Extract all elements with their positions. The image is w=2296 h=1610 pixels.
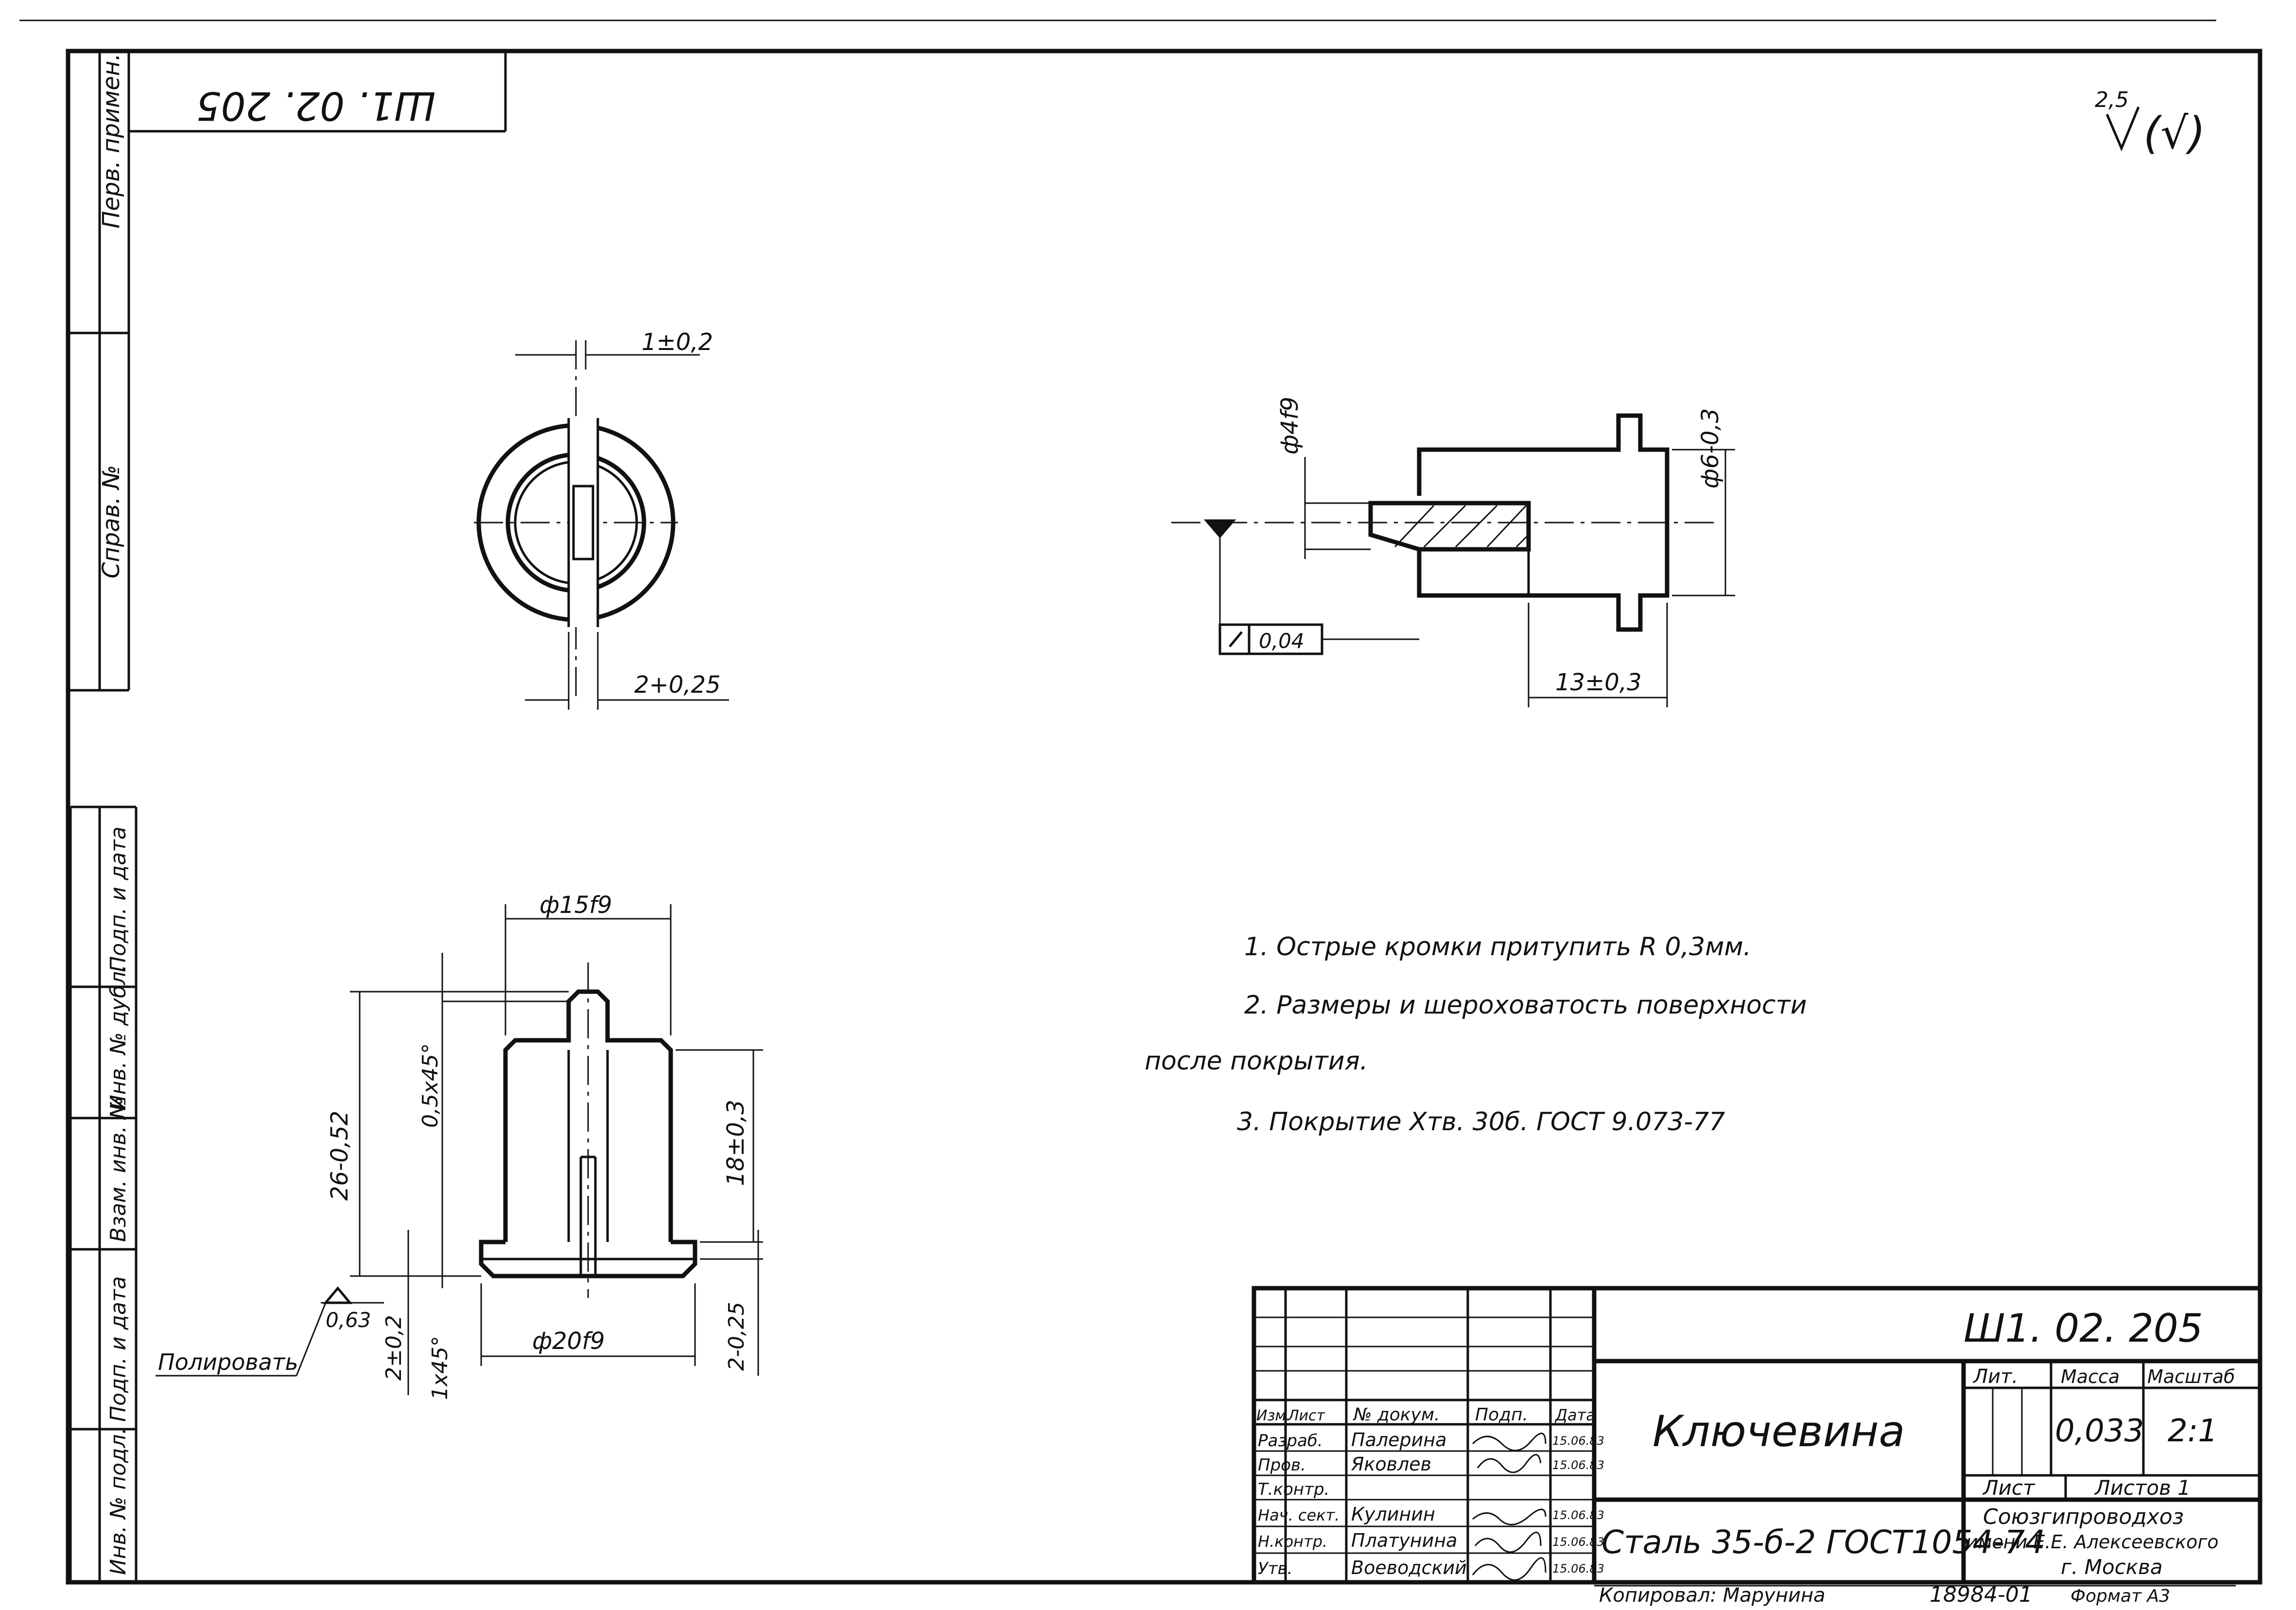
sig-role-4: Н.контр. (1258, 1532, 1327, 1551)
sig-date-3: 15.06.83 (1552, 1508, 1604, 1522)
note-3: 3. Покрытие Хтв. 30б. ГОСТ 9.073-77 (1237, 1107, 1725, 1137)
sig-name-4: Платунина (1351, 1530, 1457, 1551)
technical-notes: 1. Острые кромки притупить R 0,3мм. 2. Р… (1145, 932, 1807, 1137)
sig-role-2: Т.контр. (1258, 1480, 1329, 1499)
sig-name-3: Кулинин (1351, 1504, 1435, 1525)
dim-chamfer-bottom: 1х45° (428, 1336, 452, 1400)
sig-name-5: Воеводский (1351, 1557, 1467, 1578)
sig-header-doc: № докум. (1353, 1405, 1440, 1425)
sig-header-list: Лист (1287, 1407, 1326, 1424)
organization-line-1: Союзгипроводхоз (1983, 1505, 2184, 1529)
title-block: Изм. Лист № докум. Подп. Дата Разраб. Па… (1252, 1286, 2262, 1585)
note-2: 2. Размеры и шероховатость поверхности (1244, 991, 1807, 1020)
signature-scribbles (1472, 1433, 1547, 1581)
dim-length-total: 26-0,52 (326, 1111, 353, 1201)
litera-label: Лит. (1972, 1365, 2018, 1388)
dim-chamfer-top: 0,5х45° (418, 1043, 443, 1128)
section-view: ф4f9 ф6-0,3 0,04 13±0,3 (1171, 397, 1735, 707)
sig-header-podp: Подп. (1475, 1405, 1528, 1425)
scale-value: 2:1 (2168, 1413, 2218, 1449)
left-margin-strip: Перв. примен. Справ. № Подп. и дата Инв.… (68, 51, 138, 1582)
sig-role-5: Утв. (1258, 1559, 1292, 1578)
general-roughness-mark: 2,5 (√) (2095, 88, 2206, 159)
end-view: 1±0,2 2+0,25 (474, 329, 729, 710)
sig-role-3: Нач. сект. (1258, 1506, 1339, 1524)
side-view: ф15f9 26-0,52 0,5х45° 18±0,3 ф20f9 2±0,2… (156, 892, 763, 1400)
margin-label-perv: Перв. примен. (98, 53, 125, 228)
dim-section-dia-small: ф4f9 (1276, 397, 1304, 455)
note-2-cont: после покрытия. (1145, 1047, 1368, 1076)
note-1: 1. Острые кромки притупить R 0,3мм. (1244, 932, 1751, 962)
sig-header-izm: Изм. (1256, 1407, 1291, 1424)
title-part-name: Ключевина (1652, 1406, 1905, 1456)
dim-length-body: 18±0,3 (722, 1100, 749, 1186)
dim-flange-width: 2-0,25 (724, 1302, 749, 1371)
top-stamp-number: Ш1. 02. 205 (196, 83, 436, 128)
title-drawing-number: Ш1. 02. 205 (1964, 1306, 2203, 1351)
dim-slot-bottom: 2+0,25 (634, 671, 721, 699)
roughness-polish: 0,63 (326, 1308, 371, 1332)
mass-value: 0,033 (2055, 1413, 2144, 1449)
margin-label-invpodl: Инв. № подл. (106, 1427, 131, 1575)
dim-dia-top: ф15f9 (539, 892, 612, 919)
sig-role-0: Разраб. (1258, 1431, 1323, 1451)
sig-date-4: 15.06.83 (1552, 1535, 1604, 1549)
sig-header-date: Дата (1554, 1406, 1596, 1424)
roughness-general-value: 2,5 (2095, 88, 2129, 112)
sig-name-0: Палерина (1351, 1429, 1446, 1451)
copied-by: Копировал: Марунина (1599, 1584, 1826, 1607)
dim-slot-top: 1±0,2 (642, 329, 713, 356)
sig-date-0: 15.06.83 (1552, 1434, 1604, 1448)
organization-line-3: г. Москва (2061, 1555, 2163, 1579)
dim-runout: 0,04 (1259, 629, 1305, 653)
margin-label-vzam: Взам. инв. № (106, 1097, 131, 1242)
format-label: Формат А3 (2070, 1586, 2170, 1606)
dim-section-dia: ф6-0,3 (1697, 408, 1724, 489)
title-material: Сталь 35-б-2 ГОСТ1054-74 (1601, 1523, 2045, 1561)
sheet-label: Лист (1982, 1476, 2035, 1500)
margin-label-podp2: Подп. и дата (106, 1276, 131, 1422)
sig-date-1: 15.06.83 (1552, 1458, 1604, 1472)
roughness-general-paren: (√) (2143, 108, 2206, 159)
margin-label-sprav: Справ. № (98, 465, 125, 578)
top-stamp-box: Ш1. 02. 205 (129, 51, 507, 133)
sheets-value: Листов 1 (2094, 1476, 2191, 1500)
sig-date-5: 15.06.83 (1552, 1562, 1604, 1575)
dim-dia-bottom: ф20f9 (532, 1328, 605, 1355)
margin-label-podp1: Подп. и дата (106, 826, 131, 972)
mass-label: Масса (2061, 1366, 2120, 1387)
section-hatching (1394, 505, 1530, 548)
outer-frame (66, 49, 2262, 1585)
organization-line-2: имени Е.Е. Алексеевского (1966, 1531, 2219, 1553)
dim-flange-height: 2±0,2 (382, 1315, 406, 1381)
sig-role-1: Пров. (1258, 1455, 1306, 1475)
scale-label: Масштаб (2147, 1366, 2235, 1387)
margin-label-invdubl: Инв. № дубл. (106, 964, 131, 1111)
dim-section-length: 13±0,3 (1555, 669, 1642, 696)
polish-label: Полировать (158, 1349, 298, 1375)
sig-name-1: Яковлев (1351, 1453, 1431, 1475)
